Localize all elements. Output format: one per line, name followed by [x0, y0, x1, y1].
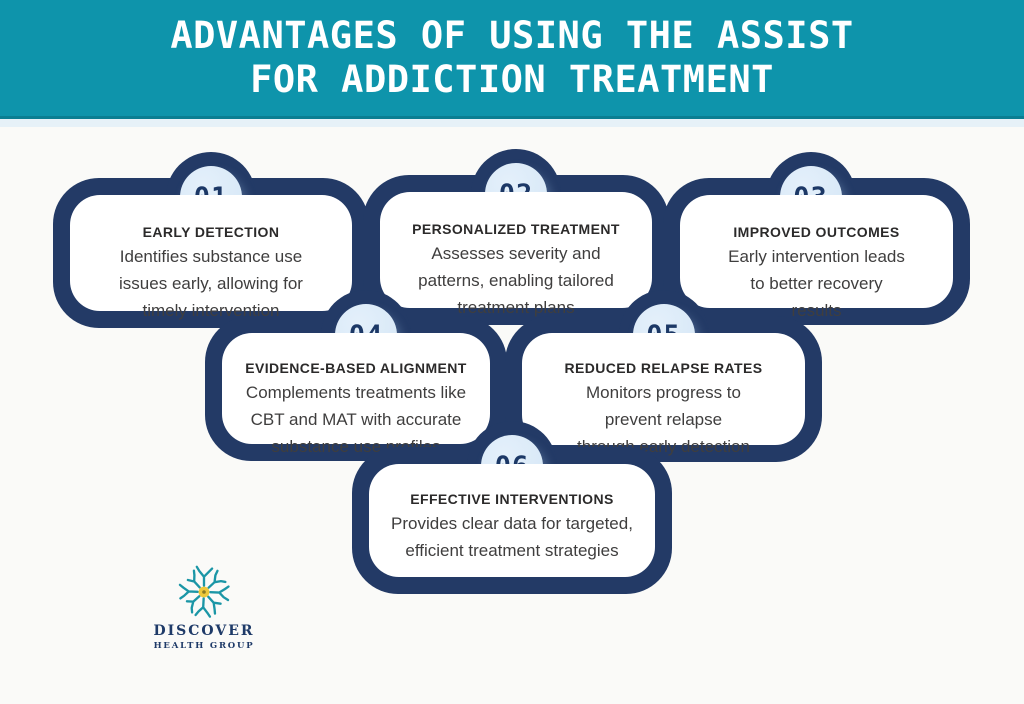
card-title: REDUCED RELAPSE RATES [564, 360, 763, 376]
header-divider-dark [0, 116, 1024, 119]
card-content: EVIDENCE-BASED ALIGNMENT Complements tre… [222, 333, 490, 456]
card-text: Monitors progress to prevent relapse thr… [577, 383, 750, 456]
company-logo: DISCOVER HEALTH GROUP [148, 564, 260, 651]
card-title: EVIDENCE-BASED ALIGNMENT [245, 360, 467, 376]
card-title: IMPROVED OUTCOMES [733, 224, 900, 240]
card-text: Assesses severity and patterns, enabling… [418, 244, 614, 317]
advantage-card-2: 02 PERSONALIZED TREATMENT Assesses sever… [363, 149, 669, 325]
card-title: EARLY DETECTION [142, 224, 280, 240]
advantage-card-6: 06 EFFECTIVE INTERVENTIONS Provides clea… [352, 421, 672, 594]
card-text: Identifies substance use issues early, a… [119, 247, 303, 320]
advantage-card-3: 03 IMPROVED OUTCOMES Early intervention … [663, 152, 970, 325]
card-content: EFFECTIVE INTERVENTIONS Provides clear d… [369, 464, 655, 577]
card-content: PERSONALIZED TREATMENT Assesses severity… [380, 192, 652, 317]
card-text: Early intervention leads to better recov… [728, 247, 905, 320]
card-content: REDUCED RELAPSE RATES Monitors progress … [522, 333, 805, 456]
card-content: EARLY DETECTION Identifies substance use… [70, 195, 352, 320]
advantage-card-5: 05 REDUCED RELAPSE RATES Monitors progre… [505, 290, 822, 462]
advantage-card-4: 04 EVIDENCE-BASED ALIGNMENT Complements … [205, 290, 507, 461]
header-banner: ADVANTAGES OF USING THE ASSIST FOR ADDIC… [0, 0, 1024, 116]
logo-name: DISCOVER [153, 623, 255, 639]
card-content: IMPROVED OUTCOMES Early intervention lea… [680, 195, 953, 320]
card-title: PERSONALIZED TREATMENT [412, 221, 620, 237]
header-divider-light [0, 119, 1024, 127]
card-text: Provides clear data for targeted, effici… [391, 514, 633, 560]
advantage-card-1: 01 EARLY DETECTION Identifies substance … [53, 152, 369, 328]
card-title: EFFECTIVE INTERVENTIONS [410, 491, 614, 507]
logo-subname: HEALTH GROUP [153, 641, 255, 651]
neuron-icon [177, 564, 231, 620]
page-title: ADVANTAGES OF USING THE ASSIST FOR ADDIC… [170, 14, 854, 101]
